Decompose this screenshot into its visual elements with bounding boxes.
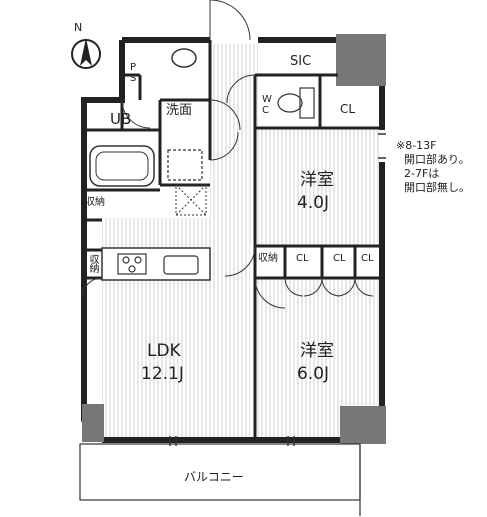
wc-label: W C [262, 94, 272, 116]
compass-north-label: N [74, 21, 83, 34]
western-room-2-size: 6.0J [297, 364, 330, 384]
storage-kitchen-label: 収納 [87, 254, 98, 272]
note-line-4: 開口部無し。 [404, 181, 470, 194]
door-swings [81, 0, 374, 309]
bathtub-icon [89, 145, 155, 187]
washroom-label: 洗面 [166, 103, 193, 118]
washer-pan-icon [167, 149, 203, 181]
cl-room2-b-label: CL [333, 253, 346, 264]
toilet-icon [277, 87, 315, 119]
unit-bath-label: UB [110, 110, 132, 128]
kitchen-sink-icon [163, 255, 199, 275]
ldk-name: LDK [147, 341, 181, 361]
storage-ub-label: 収納 [85, 197, 105, 208]
windows [169, 133, 386, 446]
western-room-2-name: 洋室 [300, 341, 334, 361]
note-line-1: ※8-13F [396, 139, 437, 152]
cl-room2-c-label: CL [361, 253, 374, 264]
fridge-space-icon [175, 184, 207, 216]
sic-label: SIC [290, 54, 312, 69]
cl-wc-label: CL [340, 102, 356, 116]
wash-basin-icon [171, 48, 197, 68]
interior-walls [84, 40, 382, 440]
pillar-top-right [336, 34, 386, 86]
pillar-bottom-right [340, 406, 386, 444]
balcony-label: バルコニー [184, 470, 244, 484]
western-room-1-size: 4.0J [297, 193, 330, 213]
compass-icon [71, 38, 101, 69]
ps-label: P S [130, 62, 137, 84]
note-line-3: 2-7Fは [404, 167, 440, 180]
cl-room2-a-label: CL [296, 253, 309, 264]
western-room-1-name: 洋室 [300, 170, 334, 190]
balcony-outline [79, 443, 361, 516]
room1-floor [255, 128, 379, 246]
pillar-bottom-left [82, 404, 104, 442]
hall-floor [210, 44, 258, 244]
storage-room2-label: 収納 [258, 253, 278, 264]
stove-icon [117, 253, 147, 275]
kitchen-counter [101, 247, 211, 281]
note-line-2: 開口部あり。 [404, 153, 470, 166]
ldk-size: 12.1J [141, 364, 184, 384]
opening-note: ※8-13F 開口部あり。 2-7Fは 開口部無し。 [396, 139, 470, 195]
